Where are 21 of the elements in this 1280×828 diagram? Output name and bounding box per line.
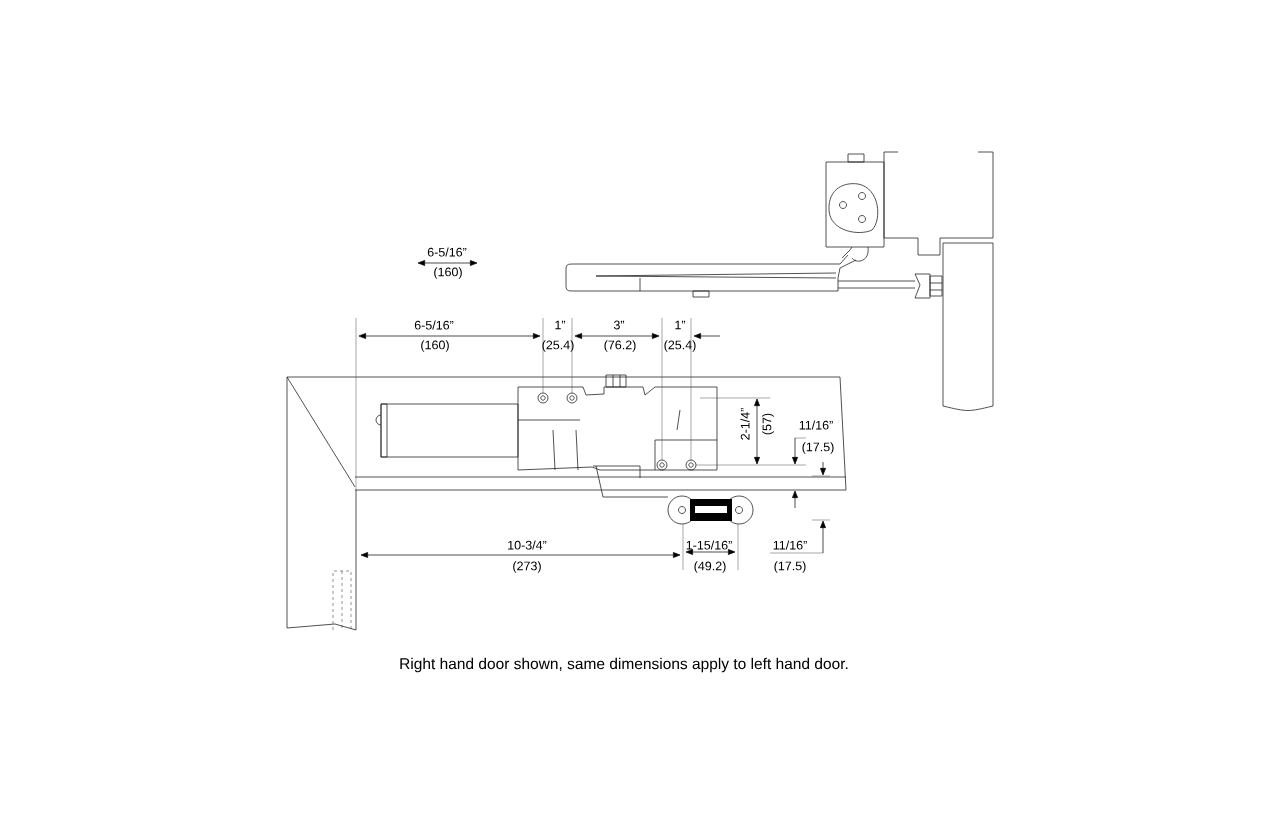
dimension-label: 1” [675,320,686,330]
dimension-label: 10-3/4” [508,540,547,550]
dimension-label: (273) [513,561,541,573]
dimension-label: 1” [555,320,566,330]
dimension-label: 2-1/4” [740,408,750,440]
dimension-label: 11/16” [773,540,807,550]
dimension-label: (17.5) [802,442,834,454]
dimension-label: (25.4) [542,340,574,352]
dimension-label: (160) [434,267,462,279]
dimension-label: 11/16” [799,420,833,430]
dimension-label: 3” [613,320,625,330]
dimension-label: (25.4) [664,340,696,352]
dimension-label: (17.5) [774,561,806,573]
dimension-label: 6-5/16” [414,320,454,330]
dimension-label: 6-5/16” [427,247,467,257]
dimension-label: (57) [762,413,774,435]
dimension-label: (160) [421,340,449,352]
dimension-label: (76.2) [604,340,636,352]
caption: Right hand door shown, same dimensions apply to left hand door. [400,657,848,673]
dimension-label: 1-15/16” [686,540,732,550]
dimension-label: (49.2) [694,561,726,573]
